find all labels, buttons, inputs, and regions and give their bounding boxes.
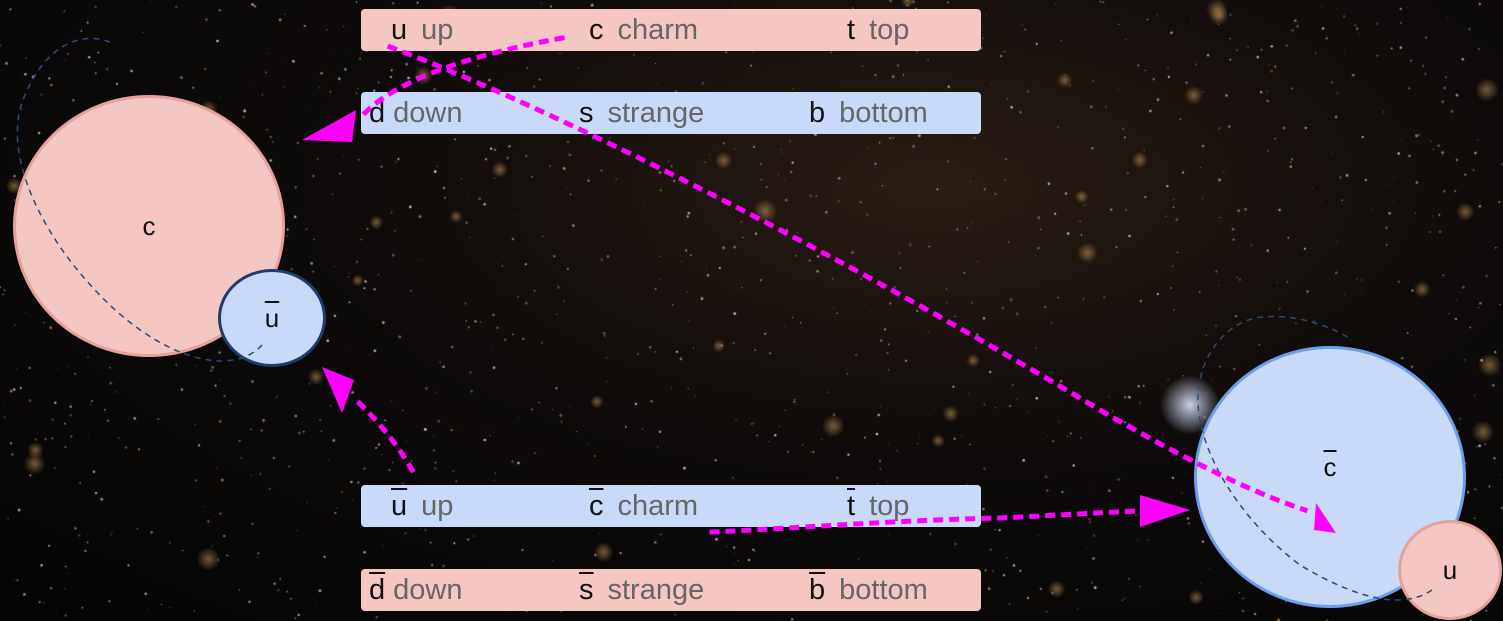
label-strange: strange: [607, 97, 705, 129]
symbol-b: b: [809, 97, 826, 129]
up-quark-label: u: [1442, 554, 1458, 585]
label-bottom: bottom: [839, 97, 928, 129]
up-quark-ball: u: [1398, 520, 1502, 620]
anti-up-quark-ball: u: [218, 269, 326, 367]
symbol-u: u: [391, 14, 408, 46]
label-anti-down: down: [393, 574, 463, 606]
symbol-s: s: [579, 97, 594, 129]
cell-anti-strange: s strange: [579, 572, 704, 608]
charm-quark-label: c: [142, 210, 156, 241]
label-anti-charm: charm: [617, 490, 699, 522]
symbol-anti-d: d: [369, 574, 386, 606]
label-top: top: [869, 14, 910, 46]
label-up: up: [421, 14, 454, 46]
label-anti-up: up: [421, 490, 454, 522]
label-down: down: [393, 97, 463, 129]
label-anti-bottom: bottom: [839, 574, 928, 606]
label-anti-strange: strange: [607, 574, 705, 606]
symbol-anti-t: t: [847, 490, 856, 522]
label-charm: charm: [617, 14, 699, 46]
anti-charm-quark-label: c: [1323, 451, 1337, 482]
symbol-t: t: [847, 14, 856, 46]
symbol-anti-c: c: [589, 490, 604, 522]
anti-up-quark-label: u: [264, 302, 280, 333]
symbol-anti-u: u: [391, 490, 408, 522]
symbol-c: c: [589, 14, 604, 46]
label-anti-top: top: [869, 490, 910, 522]
symbol-d: d: [369, 97, 386, 129]
symbol-anti-s: s: [579, 574, 594, 606]
symbol-anti-b: b: [809, 574, 826, 606]
cell-strange: s strange: [579, 95, 704, 131]
